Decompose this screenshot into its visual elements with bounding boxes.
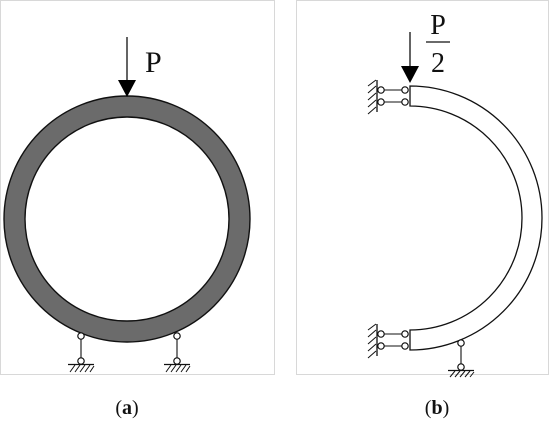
load-denominator: 2 [431, 48, 445, 79]
pin-support-right [164, 332, 191, 373]
panel-b-frame [296, 0, 549, 375]
load-label-b: P 2 [426, 10, 450, 79]
bottom-fixed-support [367, 323, 409, 359]
load-arrow-a [118, 37, 136, 97]
pin-support-b [448, 339, 475, 378]
half-ring [409, 85, 543, 351]
panel-b: P 2 (b) [367, 10, 543, 419]
load-label-a: P [145, 46, 162, 79]
pin-support-left [68, 332, 95, 373]
load-numerator: P [430, 10, 446, 41]
ground-hatch-right [165, 364, 191, 373]
top-fixed-support [367, 79, 409, 115]
ground-hatch-left [69, 364, 95, 373]
ring-inner [24, 116, 230, 322]
caption-a: (a) [115, 397, 138, 419]
panel-a: P [3, 37, 251, 419]
load-arrow-b [401, 32, 419, 83]
caption-b: (b) [425, 397, 449, 419]
